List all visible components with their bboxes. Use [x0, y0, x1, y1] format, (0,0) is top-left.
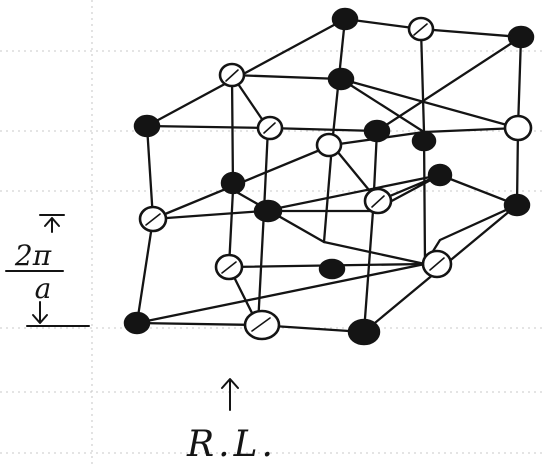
- spacing-annotation: 2π a: [5, 214, 90, 327]
- lattice-point-filled: [220, 171, 246, 195]
- spacing-denominator: a: [35, 272, 52, 305]
- lattice-point-filled: [507, 25, 535, 49]
- lattice-point-filled: [318, 258, 346, 280]
- spacing-numerator: 2π: [14, 239, 52, 272]
- lattice-point-open: [315, 132, 343, 158]
- caption-group: R.L.: [186, 378, 277, 464]
- lattice-edges: [135, 17, 523, 334]
- lattice-point-open: [503, 114, 533, 142]
- lattice-point-filled: [411, 130, 437, 152]
- lattice-points: [123, 7, 535, 346]
- lattice-point-filled: [133, 114, 161, 138]
- filled-points: [123, 7, 535, 346]
- open-point-scribbles: [145, 23, 445, 332]
- spacing-up-arrow: [44, 217, 60, 233]
- lattice-point-filled: [253, 199, 283, 223]
- lattice-point-filled: [347, 318, 381, 346]
- lattice-point-filled: [427, 163, 453, 187]
- lattice-point-filled: [503, 193, 531, 217]
- caption-text: R.L.: [186, 424, 277, 464]
- caption-arrow: [221, 378, 239, 411]
- lattice-point-filled: [123, 311, 151, 335]
- lattice-point-open: [243, 309, 281, 341]
- lattice-point-filled: [363, 119, 391, 143]
- open-points: [138, 16, 533, 341]
- lattice-point-filled: [327, 67, 355, 91]
- lattice-point-filled: [331, 7, 359, 31]
- spacing-down-arrow: [32, 301, 48, 324]
